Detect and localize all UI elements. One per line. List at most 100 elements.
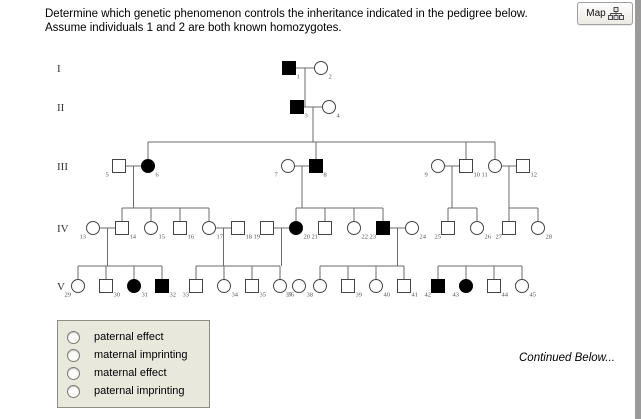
individual-number: 27 xyxy=(496,234,503,241)
radio-opt-paternal-imprinting[interactable] xyxy=(67,384,80,398)
female-symbol xyxy=(405,221,419,235)
individual-number: 36 xyxy=(288,292,295,299)
individual-number: 4 xyxy=(337,113,341,120)
male-symbol xyxy=(155,279,169,293)
individual-number: 9 xyxy=(425,172,428,179)
radio-opt-maternal-effect[interactable] xyxy=(67,366,80,380)
continued-below-note: Continued Below... xyxy=(519,352,615,364)
male-symbol xyxy=(431,279,445,293)
individual-number: 24 xyxy=(420,234,427,241)
pedigree-individual-41: 41 xyxy=(397,279,419,299)
generation-label-IV: IV xyxy=(57,223,69,235)
individual-number: 28 xyxy=(546,234,553,241)
male-symbol xyxy=(341,279,355,293)
pedigree-individual-13: 13 xyxy=(80,221,100,241)
pedigree-individual-28: 28 xyxy=(531,221,553,241)
map-button[interactable]: Map xyxy=(577,2,633,25)
hierarchy-icon xyxy=(607,7,624,20)
radio-opt-paternal-effect[interactable] xyxy=(67,330,80,344)
female-symbol xyxy=(141,159,155,173)
male-symbol xyxy=(282,61,296,75)
individual-number: 29 xyxy=(65,292,72,299)
individual-number: 11 xyxy=(482,172,488,179)
individual-number: 34 xyxy=(232,292,239,299)
answer-row[interactable]: paternal effect xyxy=(67,328,201,346)
male-symbol xyxy=(309,159,323,173)
female-symbol xyxy=(531,221,545,235)
male-symbol xyxy=(441,221,455,235)
female-symbol xyxy=(347,221,361,235)
generation-label-V: V xyxy=(57,281,65,293)
individual-number: 19 xyxy=(254,234,261,241)
pedigree-individual-31: 31 xyxy=(127,279,148,299)
female-symbol xyxy=(313,279,327,293)
vertical-scrollbar[interactable] xyxy=(635,0,638,419)
individual-number: 26 xyxy=(485,234,492,241)
individual-number: 7 xyxy=(275,172,279,179)
pedigree-individual-35: 35 xyxy=(245,279,266,299)
pedigree-individual-5: 5 xyxy=(106,159,126,179)
male-symbol xyxy=(245,279,259,293)
individual-number: 10 xyxy=(474,172,481,179)
pedigree-individual-1: 1 xyxy=(282,61,300,81)
answer-row[interactable]: maternal effect xyxy=(67,364,201,382)
female-symbol xyxy=(369,279,383,293)
pedigree-individual-29: 29 xyxy=(65,279,85,299)
individual-number: 12 xyxy=(531,172,538,179)
answer-row[interactable]: maternal imprinting xyxy=(67,346,201,364)
pedigree-individual-34: 34 xyxy=(217,279,239,299)
generation-label-III: III xyxy=(57,161,68,173)
question-prompt: Determine which genetic phenomenon contr… xyxy=(45,8,528,34)
pedigree-individual-11: 11 xyxy=(482,159,502,179)
individual-number: 23 xyxy=(370,234,377,241)
individual-number: 5 xyxy=(106,172,109,179)
individual-number: 13 xyxy=(80,234,87,241)
individual-number: 32 xyxy=(170,292,177,299)
pedigree-individual-23: 23 xyxy=(370,221,390,241)
male-symbol xyxy=(318,221,332,235)
male-symbol xyxy=(290,100,304,114)
pedigree-individual-36: 36 xyxy=(273,279,295,299)
generation-label-I: I xyxy=(57,63,61,75)
male-symbol xyxy=(112,159,126,173)
male-symbol xyxy=(397,279,411,293)
pedigree-individual-15: 15 xyxy=(144,221,165,241)
pedigree-individual-33: 33 xyxy=(183,279,203,299)
female-symbol xyxy=(470,221,484,235)
pedigree-individual-39: 39 xyxy=(341,279,362,299)
pedigree-individual-10: 10 xyxy=(459,159,481,179)
male-symbol xyxy=(487,279,501,293)
pedigree-individual-4: 4 xyxy=(322,100,341,120)
pedigree-individual-18: 18 xyxy=(231,221,252,241)
answer-label: paternal effect xyxy=(94,331,164,343)
pedigree-individual-22: 22 xyxy=(347,221,368,241)
pedigree-individual-21: 21 xyxy=(312,221,332,241)
pedigree-individual-20: 20 xyxy=(289,221,310,241)
individual-number: 6 xyxy=(156,172,160,179)
pedigree-individual-8: 8 xyxy=(309,159,327,179)
female-symbol xyxy=(86,221,100,235)
pedigree-individual-24: 24 xyxy=(405,221,427,241)
pedigree-individual-37: 37 xyxy=(286,279,306,299)
female-symbol xyxy=(281,159,295,173)
individual-number: 41 xyxy=(412,292,419,299)
pedigree-individual-42: 42 xyxy=(425,279,445,299)
answer-row[interactable]: paternal imprinting xyxy=(67,382,201,400)
male-symbol xyxy=(115,221,129,235)
pedigree-individual-14: 14 xyxy=(115,221,137,241)
pedigree-individual-6: 6 xyxy=(141,159,160,179)
individual-number: 44 xyxy=(502,292,509,299)
male-symbol xyxy=(173,221,187,235)
map-button-label: Map xyxy=(586,7,606,19)
radio-opt-maternal-imprinting[interactable] xyxy=(67,348,80,362)
individual-number: 40 xyxy=(384,292,391,299)
pedigree-individual-30: 30 xyxy=(99,279,120,299)
female-symbol xyxy=(144,221,158,235)
male-symbol xyxy=(516,159,530,173)
female-symbol xyxy=(314,61,328,75)
